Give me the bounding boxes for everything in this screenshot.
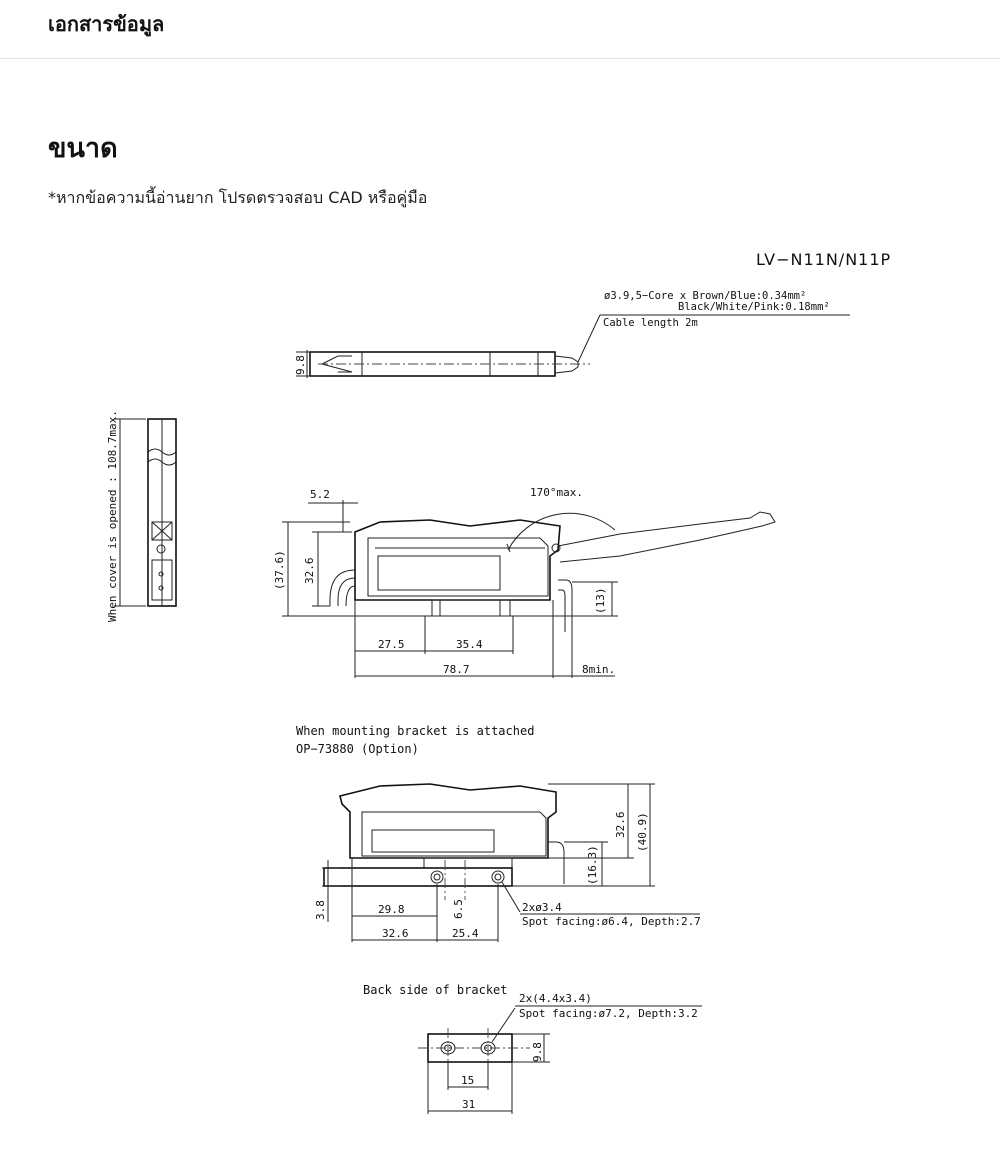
cable-spec-line2: Black/White/Pink:0.18mm² (678, 301, 830, 313)
bracket-dim-25-4: 25.4 (452, 927, 479, 940)
dim-35-4: 35.4 (456, 638, 483, 651)
bracket-dim-3-8: 3.8 (314, 900, 327, 920)
back-dim-9-8: 9.8 (531, 1042, 544, 1062)
dim-27-5: 27.5 (378, 638, 405, 651)
top-height-label: 9.8 (294, 355, 307, 375)
page-title: เอกสารข้อมูล (48, 12, 165, 36)
dim-37-6: (37.6) (273, 550, 286, 590)
back-caption: Back side of bracket (363, 983, 508, 997)
dim-32-6: 32.6 (303, 558, 316, 585)
section-title: ขนาด (48, 133, 118, 164)
main-side-view: 170°max. 5.2 (37.6) 32.6 (13) 27.5 35.4 … (273, 486, 776, 678)
dim-13: (13) (594, 588, 607, 615)
bracket-hole-label: 2xø3.4 (522, 901, 562, 914)
dim-5-2: 5.2 (310, 488, 330, 501)
bracket-spot-facing-label: Spot facing:ø6.4, Depth:2.7 (522, 915, 701, 928)
bracket-view: When mounting bracket is attached OP−738… (296, 724, 701, 942)
bracket-dim-6-5: 6.5 (452, 899, 465, 919)
angle-label: 170°max. (530, 486, 583, 499)
bracket-dim-40-9: (40.9) (636, 812, 649, 852)
back-dim-15: 15 (461, 1074, 474, 1087)
cable-spec-line1: ø3.9,5−Core x Brown/Blue:0.34mm² (604, 290, 806, 302)
back-hole-label: 2x(4.4x3.4) (519, 992, 592, 1005)
dim-78-7: 78.7 (443, 663, 470, 676)
cover-open-label: When cover is opened : 108.7max. (106, 410, 119, 622)
top-view: 9.8 ø3.9,5−Core x Brown/Blue:0.34mm² Bla… (294, 290, 850, 378)
dim-8min: 8min. (582, 663, 615, 676)
model-label: LV−N11N/N11P (756, 250, 891, 269)
back-spot-facing-label: Spot facing:ø7.2, Depth:3.2 (519, 1007, 698, 1020)
cover-opened-view: When cover is opened : 108.7max. (106, 410, 177, 622)
back-side-view: Back side of bracket 2x(4.4x3.4) Spot fa… (363, 983, 702, 1114)
bracket-dim-32-6b: 32.6 (382, 927, 409, 940)
bracket-caption-2: OP−73880 (Option) (296, 742, 419, 756)
bracket-dim-29-8: 29.8 (378, 903, 405, 916)
bracket-dim-32-6: 32.6 (614, 812, 627, 839)
cable-length-label: Cable length 2m (603, 317, 698, 329)
bracket-caption-1: When mounting bracket is attached (296, 724, 534, 738)
back-dim-31: 31 (462, 1098, 475, 1111)
readability-note: *หากข้อความนี้อ่านยาก โปรดตรวจสอบ CAD หร… (48, 188, 428, 207)
top-bar: เอกสารข้อมูล (0, 0, 1000, 59)
bracket-dim-16-3: (16.3) (586, 845, 599, 885)
